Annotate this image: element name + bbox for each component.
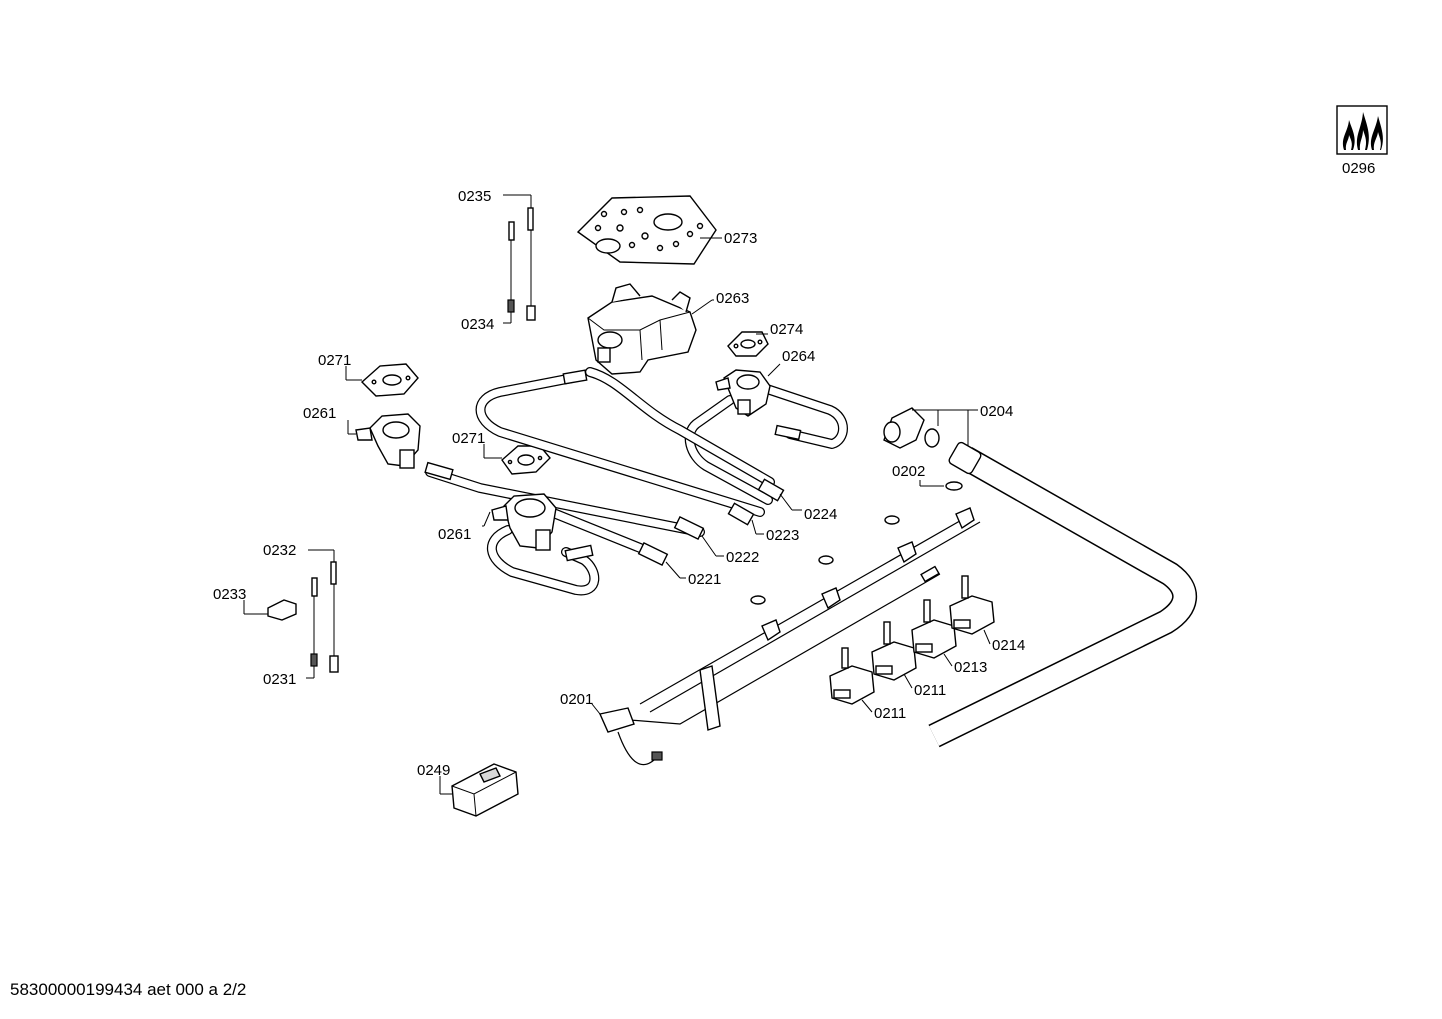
gas-valve-4 — [949, 575, 995, 635]
gas-valve-3 — [911, 599, 957, 659]
gas-valves — [829, 575, 995, 713]
part-label-0233: 0233 — [213, 586, 246, 603]
part-label-0234: 0234 — [461, 316, 494, 333]
burner-gasket-center — [483, 444, 551, 475]
part-label-0202: 0202 — [892, 463, 925, 480]
part-label-0271-b: 0271 — [452, 430, 485, 447]
gas-tube-main — [475, 367, 802, 535]
gas-valve-2 — [871, 621, 917, 681]
part-label-0273: 0273 — [724, 230, 757, 247]
part-label-0261-b: 0261 — [438, 526, 471, 543]
part-label-0213: 0213 — [954, 659, 987, 676]
small-burner-gasket — [727, 331, 769, 357]
part-label-0204: 0204 — [980, 403, 1013, 420]
part-label-0232: 0232 — [263, 542, 296, 559]
thermocouple-pair-bottom — [243, 549, 339, 679]
gas-inlet-pipe — [883, 407, 1198, 748]
part-label-0263: 0263 — [716, 290, 749, 307]
gas-valve-1 — [829, 647, 875, 705]
ignition-clips — [761, 507, 975, 642]
burner-body-right — [684, 363, 848, 505]
part-label-0261-a: 0261 — [303, 405, 336, 422]
part-label-0274: 0274 — [770, 321, 803, 338]
burner-body-upper-left — [347, 413, 421, 469]
part-label-0222: 0222 — [726, 549, 759, 566]
burner-gasket-left — [345, 363, 419, 397]
thermocouple-pair-top — [503, 194, 536, 324]
burner-gasket-plate — [576, 195, 722, 265]
burner-body-center — [424, 461, 724, 596]
part-label-0224: 0224 — [804, 506, 837, 523]
ignition-module — [439, 763, 519, 817]
document-footer: 58300000199434 aet 000 a 2/2 — [10, 980, 247, 999]
ignition-harness — [591, 507, 981, 766]
part-label-0214: 0214 — [992, 637, 1025, 654]
part-label-0211-a: 0211 — [914, 682, 946, 699]
part-label-0221: 0221 — [688, 571, 721, 588]
part-label-0249: 0249 — [417, 762, 450, 779]
burner-body-main — [587, 283, 714, 375]
part-label-0235: 0235 — [458, 188, 491, 205]
part-label-0231: 0231 — [263, 671, 296, 688]
gas-flame-symbol — [1336, 105, 1388, 155]
part-label-0264: 0264 — [782, 348, 815, 365]
part-label-0223: 0223 — [766, 527, 799, 544]
part-label-0296: 0296 — [1342, 160, 1375, 177]
part-label-0201: 0201 — [560, 691, 593, 708]
part-label-0211-b: 0211 — [874, 705, 906, 722]
part-label-0271-a: 0271 — [318, 352, 351, 369]
